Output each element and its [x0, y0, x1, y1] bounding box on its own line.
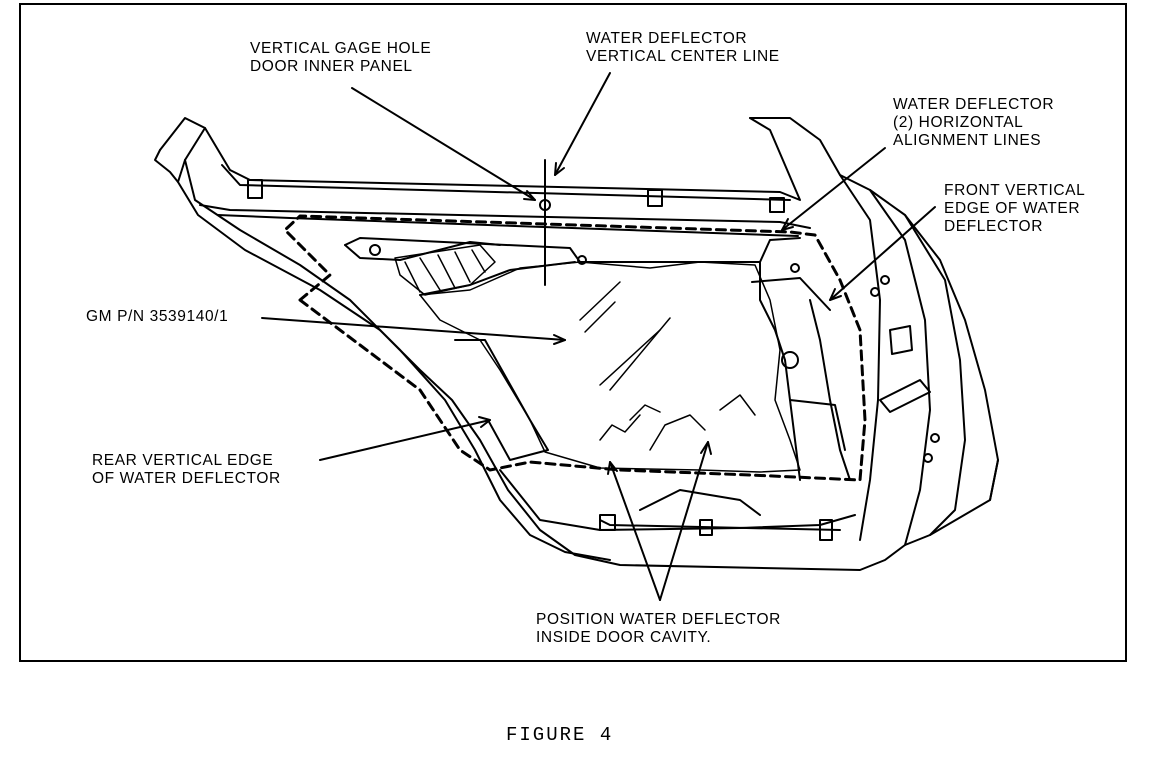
label-line: OF WATER DEFLECTOR [92, 470, 281, 487]
label-front-edge: FRONT VERTICAL EDGE OF WATER DEFLECTOR [944, 182, 1085, 236]
label-line: INSIDE DOOR CAVITY. [536, 629, 712, 646]
water-deflector-sheet [419, 261, 801, 473]
door-outer-panel [154, 117, 999, 571]
figure-caption: FIGURE 4 [506, 724, 614, 746]
hatched-cavity [394, 244, 496, 296]
label-part-number: GM P/N 3539140/1 [86, 308, 228, 326]
label-line: DOOR INNER PANEL [250, 58, 413, 75]
label-line: VERTICAL CENTER LINE [586, 48, 780, 65]
label-gage-hole: VERTICAL GAGE HOLE DOOR INNER PANEL [250, 40, 431, 76]
leader-lines [261, 72, 936, 601]
door-inner-panel [247, 179, 940, 541]
deflector-outline-dashed [283, 214, 867, 482]
gage-hole [539, 199, 551, 211]
label-line: DEFLECTOR [944, 218, 1043, 235]
label-line: EDGE OF WATER [944, 200, 1081, 217]
label-line: FRONT VERTICAL [944, 182, 1086, 199]
label-line: WATER DEFLECTOR [893, 96, 1055, 113]
figure-frame [19, 3, 1127, 662]
label-rear-edge: REAR VERTICAL EDGE OF WATER DEFLECTOR [92, 452, 281, 488]
label-line: REAR VERTICAL EDGE [92, 452, 274, 469]
label-line: (2) HORIZONTAL [893, 114, 1024, 131]
label-line: POSITION WATER DEFLECTOR [536, 611, 781, 628]
label-line: VERTICAL GAGE HOLE [250, 40, 432, 57]
label-center-line: WATER DEFLECTOR VERTICAL CENTER LINE [586, 30, 780, 66]
label-line: ALIGNMENT LINES [893, 132, 1042, 149]
label-position: POSITION WATER DEFLECTOR INSIDE DOOR CAV… [536, 611, 781, 647]
label-line: WATER DEFLECTOR [586, 30, 748, 47]
label-line: GM P/N 3539140/1 [86, 308, 229, 325]
label-horizontal-lines: WATER DEFLECTOR (2) HORIZONTAL ALIGNMENT… [893, 96, 1054, 150]
